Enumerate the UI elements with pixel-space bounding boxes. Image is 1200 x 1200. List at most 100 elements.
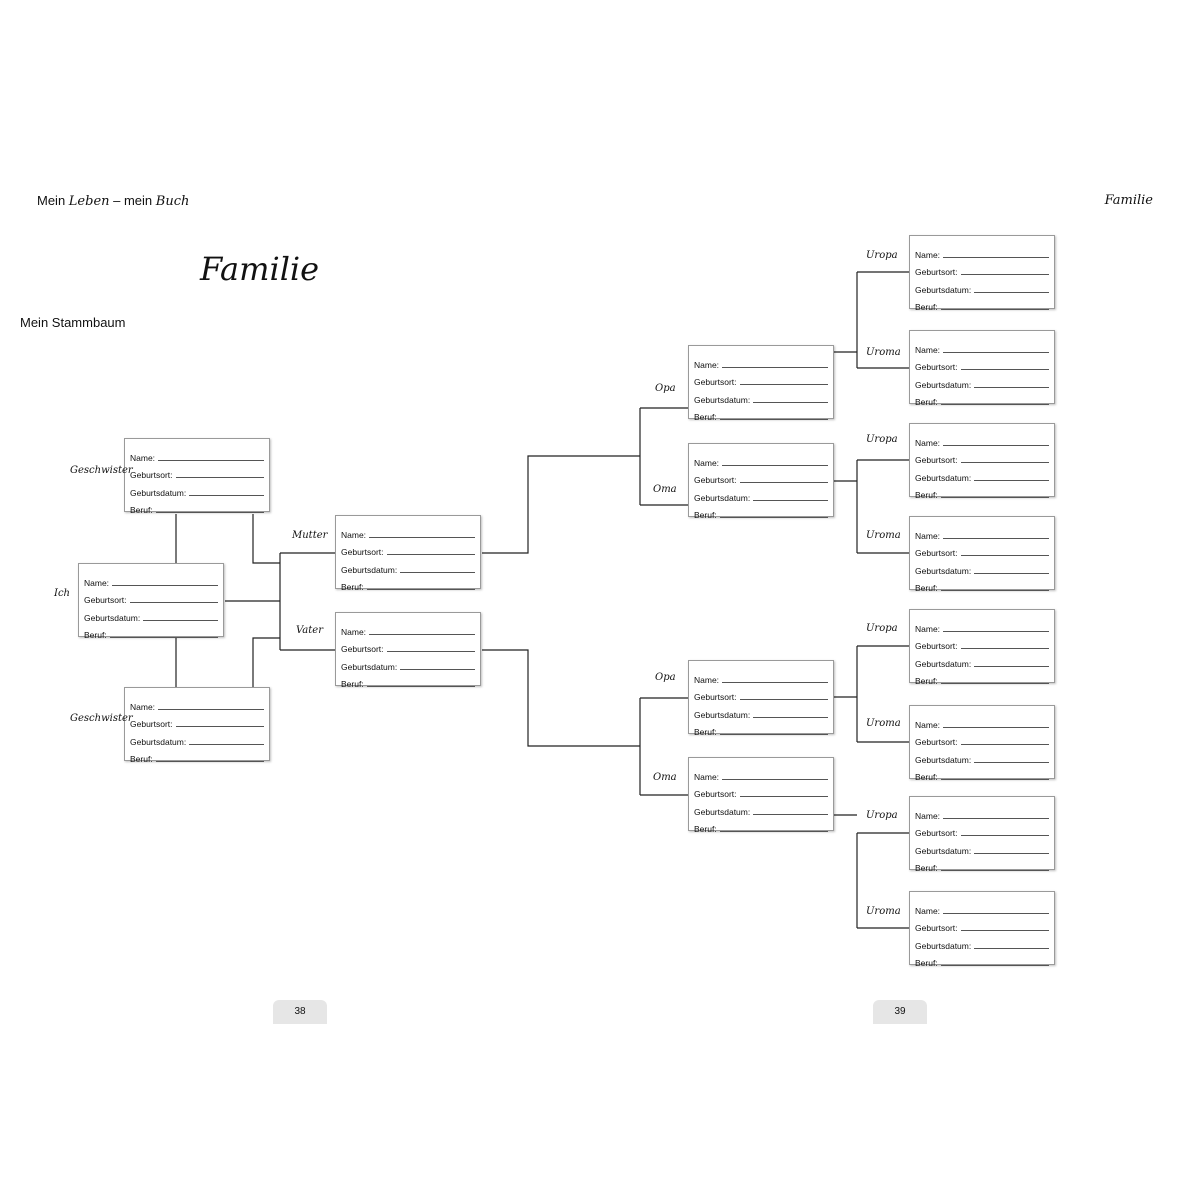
write-line[interactable] bbox=[369, 536, 475, 538]
write-line[interactable] bbox=[722, 366, 828, 368]
write-line[interactable] bbox=[974, 852, 1049, 854]
field-label: Geburtsdatum: bbox=[915, 284, 972, 295]
write-line[interactable] bbox=[158, 459, 264, 461]
write-line[interactable] bbox=[722, 464, 828, 466]
write-line[interactable] bbox=[129, 602, 218, 603]
field-row: Name: bbox=[915, 616, 1049, 634]
field-label: Beruf: bbox=[915, 772, 938, 782]
write-line[interactable] bbox=[940, 404, 1049, 405]
write-line[interactable] bbox=[960, 648, 1049, 649]
write-line[interactable] bbox=[722, 778, 828, 780]
write-line[interactable] bbox=[366, 686, 475, 687]
field-label: Geburtsdatum: bbox=[130, 487, 187, 498]
write-line[interactable] bbox=[158, 708, 264, 710]
write-line[interactable] bbox=[400, 668, 475, 670]
write-line[interactable] bbox=[940, 590, 1049, 591]
field-row: Name: bbox=[694, 450, 828, 468]
write-line[interactable] bbox=[719, 517, 828, 518]
write-line[interactable] bbox=[974, 947, 1049, 949]
card-grandpa-paternal: Name: Geburtsort: Geburtsdatum: Beruf: bbox=[688, 660, 834, 737]
write-line[interactable] bbox=[943, 256, 1049, 258]
write-line[interactable] bbox=[940, 779, 1049, 780]
write-line[interactable] bbox=[974, 572, 1049, 574]
write-line[interactable] bbox=[719, 419, 828, 420]
write-line[interactable] bbox=[943, 630, 1049, 632]
write-line[interactable] bbox=[400, 571, 475, 573]
write-line[interactable] bbox=[960, 835, 1049, 836]
write-line[interactable] bbox=[739, 482, 828, 483]
write-line[interactable] bbox=[366, 589, 475, 590]
card-sibling-bottom: Name: Geburtsort: Geburtsdatum: Beruf: bbox=[124, 687, 270, 764]
write-line[interactable] bbox=[943, 444, 1049, 446]
field-row: Geburtsort: bbox=[84, 588, 218, 605]
field-row: Beruf: bbox=[694, 817, 828, 834]
write-line[interactable] bbox=[960, 930, 1049, 931]
card-self: Name: Geburtsort: Geburtsdatum: Beruf: bbox=[78, 563, 224, 640]
field-label: Beruf: bbox=[130, 505, 153, 515]
write-line[interactable] bbox=[974, 665, 1049, 667]
write-line[interactable] bbox=[189, 494, 264, 496]
write-line[interactable] bbox=[974, 386, 1049, 388]
write-line[interactable] bbox=[974, 291, 1049, 293]
write-line[interactable] bbox=[960, 555, 1049, 556]
write-line[interactable] bbox=[369, 633, 475, 635]
section-subtitle: Mein Stammbaum bbox=[20, 315, 126, 330]
field-row: Geburtsdatum: bbox=[915, 465, 1049, 483]
write-line[interactable] bbox=[753, 813, 828, 815]
write-line[interactable] bbox=[943, 537, 1049, 539]
write-line[interactable] bbox=[943, 912, 1049, 914]
relation-label-ggpa-1: Uropa bbox=[866, 250, 898, 261]
write-line[interactable] bbox=[960, 462, 1049, 463]
write-line[interactable] bbox=[189, 743, 264, 745]
write-line[interactable] bbox=[974, 761, 1049, 763]
write-line[interactable] bbox=[940, 870, 1049, 871]
write-line[interactable] bbox=[739, 384, 828, 385]
field-row: Geburtsdatum: bbox=[915, 558, 1049, 576]
page-number-left: 38 bbox=[273, 1000, 327, 1024]
write-line[interactable] bbox=[143, 619, 218, 621]
write-line[interactable] bbox=[739, 699, 828, 700]
write-line[interactable] bbox=[943, 817, 1049, 819]
write-line[interactable] bbox=[940, 497, 1049, 498]
write-line[interactable] bbox=[155, 761, 264, 762]
write-line[interactable] bbox=[719, 831, 828, 832]
write-line[interactable] bbox=[753, 716, 828, 718]
write-line[interactable] bbox=[386, 554, 475, 555]
write-line[interactable] bbox=[960, 369, 1049, 370]
field-row: Name: bbox=[915, 898, 1049, 916]
write-line[interactable] bbox=[943, 726, 1049, 728]
field-label: Geburtsdatum: bbox=[915, 845, 972, 856]
write-line[interactable] bbox=[155, 512, 264, 513]
write-line[interactable] bbox=[974, 479, 1049, 481]
field-label: Geburtsort: bbox=[915, 362, 958, 372]
write-line[interactable] bbox=[722, 681, 828, 683]
write-line[interactable] bbox=[739, 796, 828, 797]
write-line[interactable] bbox=[943, 351, 1049, 353]
write-line[interactable] bbox=[175, 726, 264, 727]
field-label: Geburtsdatum: bbox=[915, 754, 972, 765]
field-label: Geburtsort: bbox=[915, 641, 958, 651]
field-row: Geburtsort: bbox=[130, 463, 264, 480]
write-line[interactable] bbox=[112, 584, 218, 586]
write-line[interactable] bbox=[753, 401, 828, 403]
write-line[interactable] bbox=[109, 637, 218, 638]
field-row: Geburtsort: bbox=[341, 540, 475, 557]
field-row: Geburtsort: bbox=[341, 637, 475, 654]
field-row: Beruf: bbox=[130, 747, 264, 764]
write-line[interactable] bbox=[719, 734, 828, 735]
field-row: Geburtsort: bbox=[915, 260, 1049, 277]
write-line[interactable] bbox=[940, 309, 1049, 310]
card-ggpa-4: Name: Geburtsort: Geburtsdatum: Beruf: bbox=[909, 796, 1055, 873]
write-line[interactable] bbox=[175, 477, 264, 478]
field-row: Geburtsort: bbox=[915, 916, 1049, 933]
write-line[interactable] bbox=[940, 965, 1049, 966]
field-row: Beruf: bbox=[130, 498, 264, 515]
write-line[interactable] bbox=[753, 499, 828, 501]
write-line[interactable] bbox=[940, 683, 1049, 684]
write-line[interactable] bbox=[960, 744, 1049, 745]
write-line[interactable] bbox=[386, 651, 475, 652]
relation-label-sibling-top: Geschwister bbox=[70, 465, 133, 476]
write-line[interactable] bbox=[960, 274, 1049, 275]
field-row: Geburtsdatum: bbox=[84, 605, 218, 623]
field-label: Geburtsdatum: bbox=[915, 565, 972, 576]
